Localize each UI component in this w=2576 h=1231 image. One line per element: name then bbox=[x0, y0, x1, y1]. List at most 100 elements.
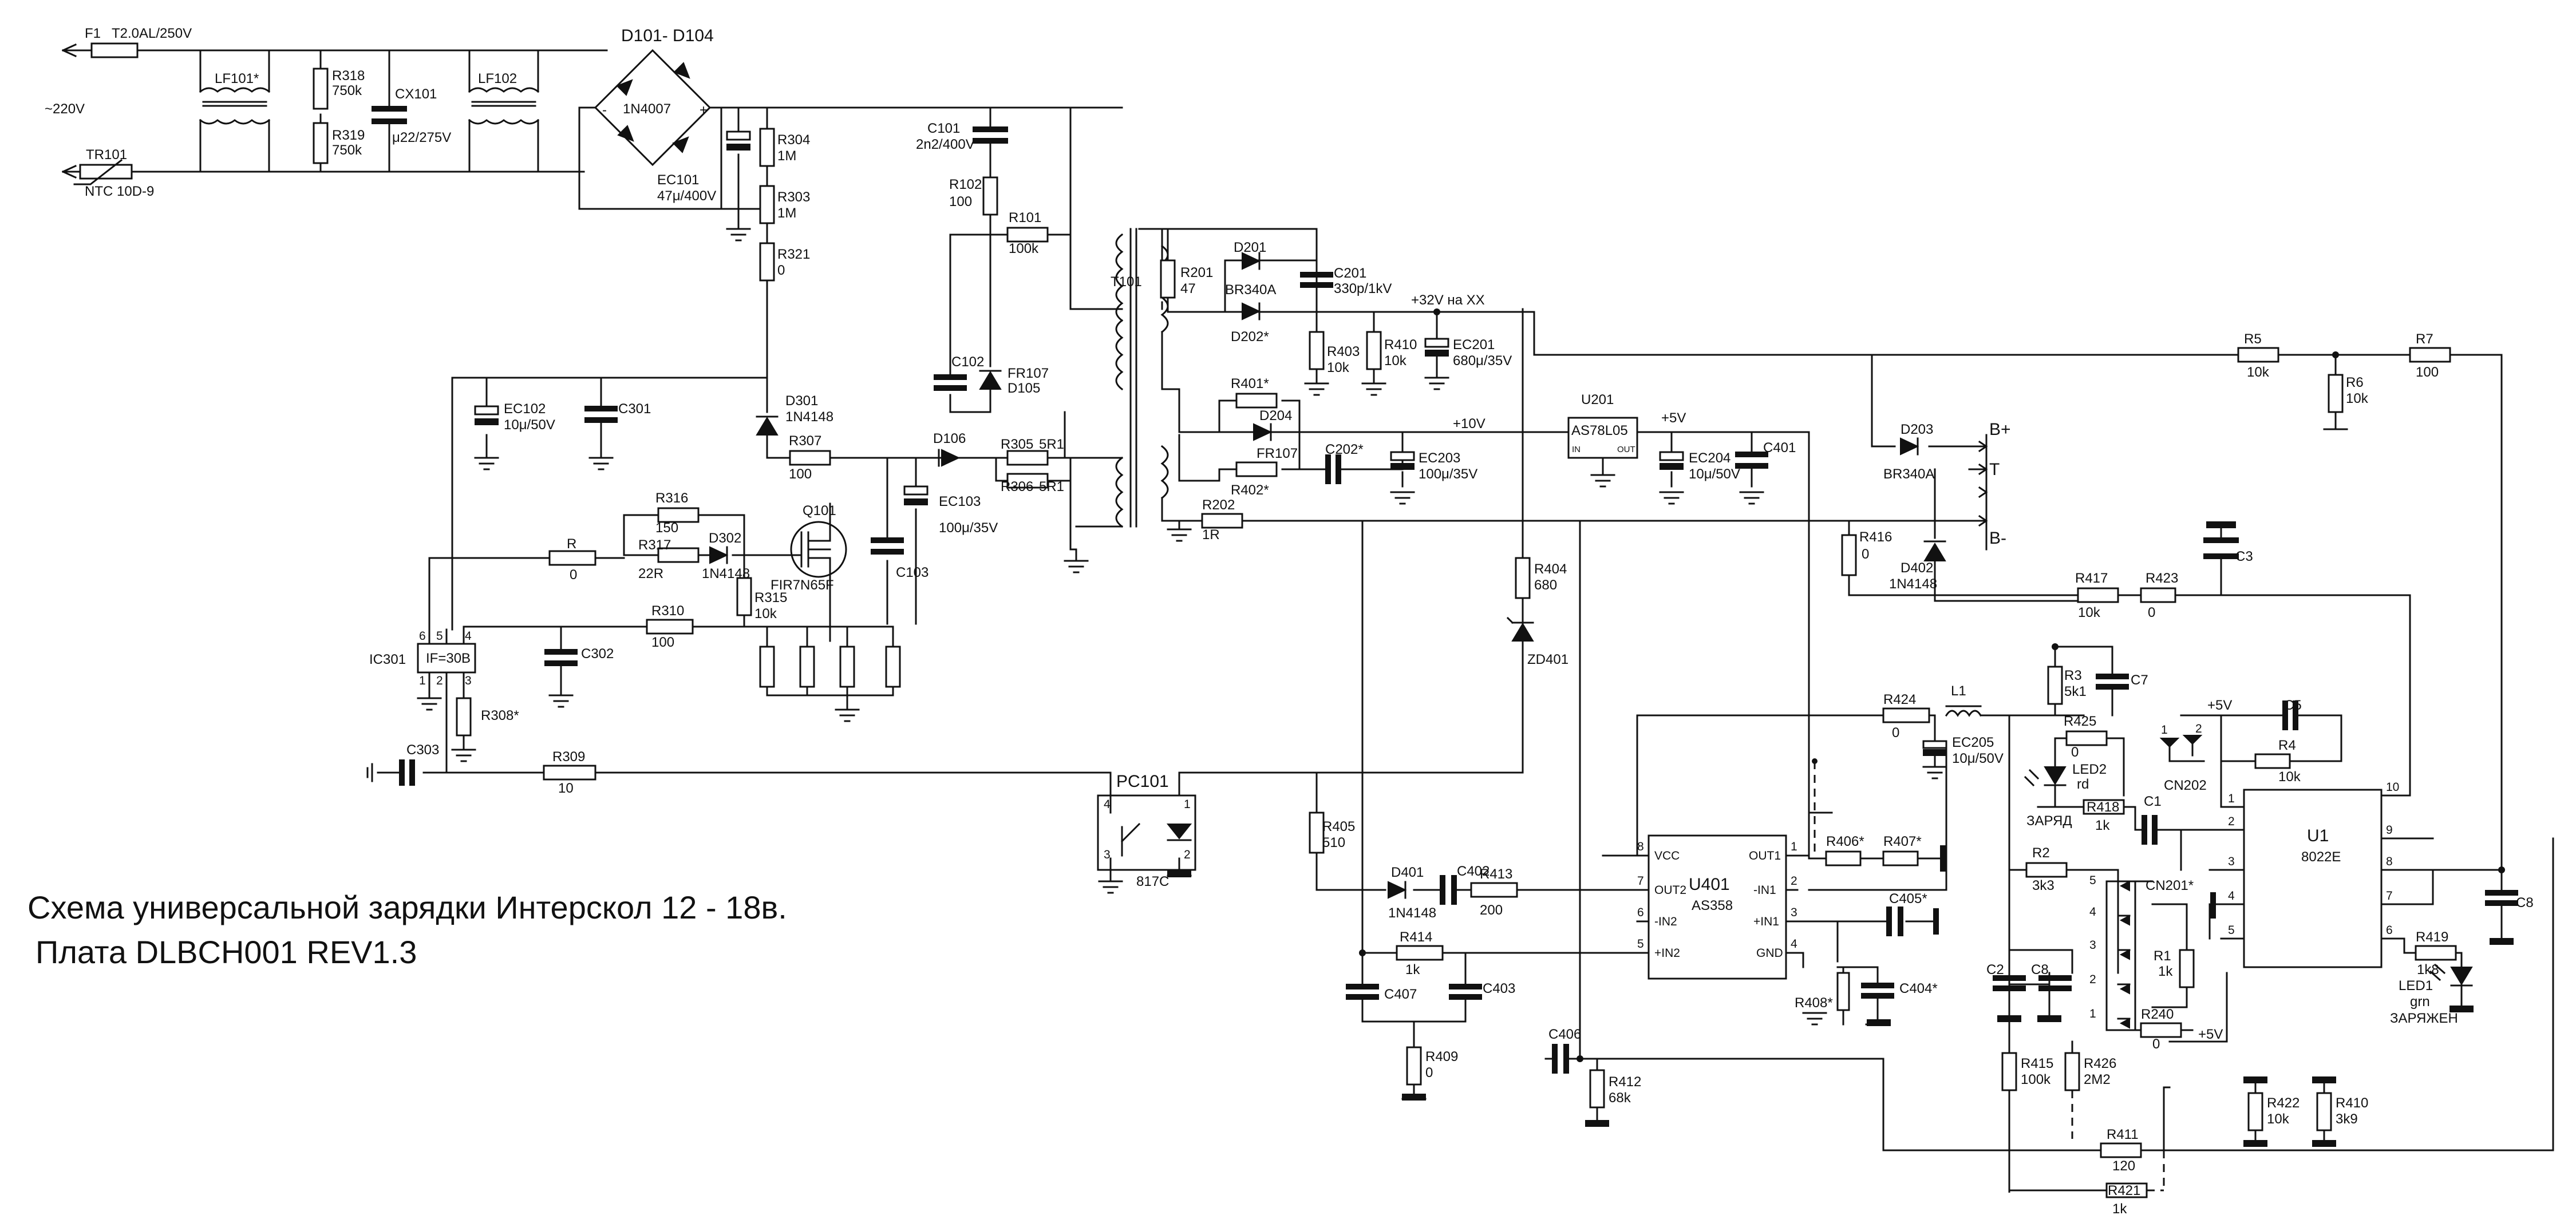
r306-ref: R306 bbox=[1001, 479, 1033, 494]
u1-pin4: 4 bbox=[2228, 889, 2235, 903]
u401-pin7: 7 bbox=[1637, 874, 1644, 888]
ec103-value: 100μ/35V bbox=[939, 520, 998, 536]
r310-ref: R310 bbox=[651, 603, 684, 619]
ec203-value: 100μ/35V bbox=[1419, 466, 1477, 482]
r305-value: 5R1 bbox=[1039, 437, 1064, 452]
r5-value: 10k bbox=[2247, 365, 2270, 380]
fr107-ref: FR107 bbox=[1008, 366, 1049, 381]
u1-ref: U1 bbox=[2307, 826, 2329, 845]
r317-value: 22R bbox=[638, 566, 663, 581]
u401-pin3: 3 bbox=[1791, 906, 1797, 919]
u401-pin8: 8 bbox=[1637, 840, 1644, 853]
r321-ref: R321 bbox=[777, 247, 810, 262]
u1-pin7: 7 bbox=[2386, 889, 2393, 903]
c101-value: 2n2/400V bbox=[916, 137, 975, 152]
l1-ref: L1 bbox=[1951, 683, 1966, 699]
v5b-label: +5V bbox=[2207, 698, 2232, 713]
d301-ref: D301 bbox=[785, 393, 818, 409]
r405-ref: R405 bbox=[1322, 819, 1355, 834]
r5-ref: R5 bbox=[2244, 331, 2262, 347]
b-minus-label: B- bbox=[1989, 529, 2006, 548]
u201-in: IN bbox=[1572, 445, 1581, 454]
ec101-ref: EC101 bbox=[657, 172, 699, 188]
r318-ref: R318 bbox=[332, 68, 365, 84]
r307-value: 100 bbox=[789, 466, 812, 482]
r307-ref: R307 bbox=[789, 433, 821, 449]
input-section: F1 T2.0AL/250V ~220V TR101 NTC 10D-9 LF1… bbox=[45, 26, 608, 199]
r308-ref: R308* bbox=[481, 708, 519, 723]
u401-pin-in2n: -IN2 bbox=[1654, 915, 1677, 928]
u401-pin1: 1 bbox=[1791, 840, 1797, 853]
r401-ref: R401* bbox=[1231, 376, 1269, 391]
d201-value: BR340A bbox=[1225, 282, 1276, 298]
c8-ref: C8 bbox=[2516, 895, 2534, 911]
cx101-value: μ22/275V bbox=[392, 130, 451, 145]
lf102-ref: LF102 bbox=[478, 71, 517, 86]
u1-pin2: 2 bbox=[2228, 815, 2235, 828]
led1-value: grn bbox=[2410, 994, 2430, 1010]
r411-ref: R411 bbox=[2107, 1127, 2139, 1142]
r101-value: 100k bbox=[1009, 241, 1039, 256]
c402-ref: C402 bbox=[1457, 864, 1490, 879]
fuse-value: T2.0AL/250V bbox=[112, 26, 192, 41]
ec205-value: 10μ/50V bbox=[1952, 751, 2004, 766]
ic301-pin6: 6 bbox=[419, 630, 426, 643]
r321-value: 0 bbox=[777, 263, 785, 278]
r426-value: 2M2 bbox=[2084, 1072, 2111, 1087]
pc101-ref: PC101 bbox=[1116, 772, 1169, 791]
cn201-pin3: 3 bbox=[2089, 939, 2096, 952]
r6-value: 10k bbox=[2346, 391, 2369, 406]
r417-ref: R417 bbox=[2075, 571, 2108, 586]
r413-value: 200 bbox=[1480, 903, 1503, 918]
c407-ref: C407 bbox=[1384, 987, 1417, 1002]
pc101-pin3: 3 bbox=[1104, 848, 1111, 861]
ic301-value: IF=30B bbox=[426, 651, 471, 666]
r410-value: 3k9 bbox=[2336, 1111, 2358, 1127]
u201-chip bbox=[1567, 417, 1638, 459]
u401-pin2: 2 bbox=[1791, 874, 1797, 888]
ic301-pin1: 1 bbox=[419, 674, 426, 687]
bridge-ref: D101- D104 bbox=[621, 26, 714, 45]
r424-ref: R424 bbox=[1883, 692, 1916, 707]
q101-value: FIR7N65F bbox=[771, 577, 834, 593]
r2-value: 3k3 bbox=[2032, 878, 2055, 893]
u401-ref: U401 bbox=[1689, 875, 1730, 894]
ic301-pin3: 3 bbox=[465, 674, 472, 687]
ec101-value: 47μ/400V bbox=[657, 188, 716, 204]
input-voltage: ~220V bbox=[45, 101, 85, 117]
u401-chip bbox=[1647, 834, 1787, 980]
c7-ref: C7 bbox=[2131, 672, 2148, 688]
ntc-tr101 bbox=[79, 164, 133, 180]
d204-value: FR107 bbox=[1257, 446, 1298, 461]
r316-value: 150 bbox=[655, 520, 678, 536]
q101-ref: Q101 bbox=[803, 503, 836, 518]
d106-ref: D106 bbox=[933, 431, 966, 446]
t101-ref: T101 bbox=[1111, 274, 1142, 290]
ec103-ref: EC103 bbox=[939, 494, 981, 509]
ic301-pin5: 5 bbox=[436, 630, 443, 643]
r422-ref: R422 bbox=[2267, 1095, 2300, 1111]
pc101-pin1: 1 bbox=[1184, 798, 1191, 811]
ntc-value: NTC 10D-9 bbox=[85, 184, 154, 199]
r303-ref: R303 bbox=[777, 189, 810, 205]
r6-ref: R6 bbox=[2346, 375, 2364, 390]
r413-ref: R413 bbox=[1480, 866, 1512, 882]
r418-ref: R418 bbox=[2087, 799, 2119, 815]
ic301-pin4: 4 bbox=[465, 630, 472, 643]
c303-ref: C303 bbox=[406, 742, 439, 758]
ec205-ref: EC205 bbox=[1952, 735, 1994, 750]
r304-ref: R304 bbox=[777, 132, 810, 148]
r4-value: 10k bbox=[2278, 769, 2301, 785]
u201-ref: U201 bbox=[1581, 392, 1614, 407]
bridge-value: 1N4007 bbox=[623, 101, 671, 117]
d105-ref: D105 bbox=[1008, 381, 1040, 396]
r2-ref: R2 bbox=[2032, 845, 2050, 861]
d402-value: 1N4148 bbox=[1889, 576, 1937, 592]
d301-value: 1N4148 bbox=[785, 409, 833, 425]
r411-value: 120 bbox=[2112, 1158, 2135, 1174]
u401-pin-vcc: VCC bbox=[1654, 849, 1680, 862]
r318-value: 750k bbox=[332, 83, 362, 98]
r405-value: 510 bbox=[1322, 835, 1345, 850]
r414-ref: R414 bbox=[1400, 929, 1432, 945]
